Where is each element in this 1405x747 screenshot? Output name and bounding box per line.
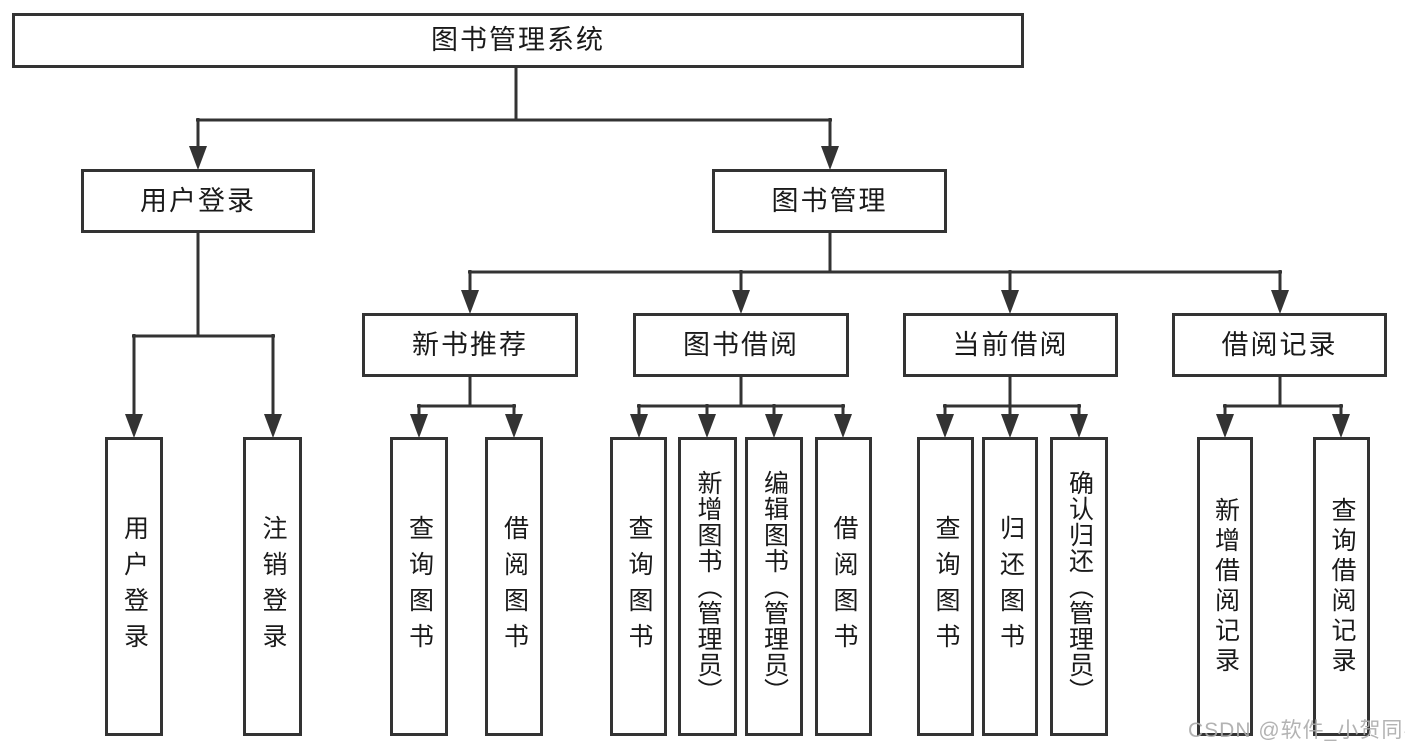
leaf-current-query-books: 查询图书 bbox=[917, 437, 974, 736]
node-book-management: 图书管理 bbox=[712, 169, 947, 233]
node-library-management-system: 图书管理系统 bbox=[12, 13, 1024, 68]
node-label: 查询图书 bbox=[932, 514, 960, 659]
node-label: 新增借阅记录 bbox=[1211, 496, 1240, 677]
node-label: 注销登录 bbox=[259, 514, 287, 659]
leaf-current-confirm-return-admin: 确认归还（管理员） bbox=[1050, 437, 1108, 736]
leaf-records-add-borrow-record: 新增借阅记录 bbox=[1197, 437, 1253, 736]
leaf-borrowing-add-books-admin: 新增图书（管理员） bbox=[678, 437, 737, 736]
node-label: 新增图书（管理员） bbox=[694, 469, 722, 704]
node-label: 图书借阅 bbox=[683, 329, 799, 360]
csdn-watermark: CSDN @软件_小贺同学 bbox=[1188, 719, 1405, 742]
node-new-book-recommendation: 新书推荐 bbox=[362, 313, 578, 377]
node-label: 查询借阅记录 bbox=[1328, 496, 1356, 677]
leaf-recommend-borrow-books: 借阅图书 bbox=[485, 437, 543, 736]
node-label: 借阅记录 bbox=[1221, 329, 1338, 360]
node-label: 新书推荐 bbox=[412, 329, 528, 360]
leaf-user-login: 用户登录 bbox=[105, 437, 163, 736]
node-borrowing-records: 借阅记录 bbox=[1172, 313, 1387, 377]
node-label: 确认归还（管理员） bbox=[1065, 469, 1094, 704]
node-label: 当前借阅 bbox=[952, 329, 1069, 360]
leaf-current-return-books: 归还图书 bbox=[982, 437, 1038, 736]
node-user-login: 用户登录 bbox=[81, 169, 315, 233]
node-label: 用户登录 bbox=[120, 514, 149, 659]
leaf-borrowing-borrow-books: 借阅图书 bbox=[815, 437, 872, 736]
node-label: 图书管理系统 bbox=[431, 25, 605, 55]
leaf-recommend-query-books: 查询图书 bbox=[390, 437, 448, 736]
node-label: 用户登录 bbox=[140, 185, 256, 216]
leaf-borrowing-edit-books-admin: 编辑图书（管理员） bbox=[745, 437, 803, 736]
node-label: 借阅图书 bbox=[830, 514, 858, 659]
node-label: 借阅图书 bbox=[500, 514, 529, 659]
node-label: 查询图书 bbox=[625, 514, 653, 659]
leaf-borrowing-query-books: 查询图书 bbox=[610, 437, 667, 736]
node-label: 图书管理 bbox=[771, 185, 888, 216]
leaf-records-query-borrow-record: 查询借阅记录 bbox=[1313, 437, 1370, 736]
node-label: 归还图书 bbox=[996, 514, 1025, 659]
leaf-logout: 注销登录 bbox=[243, 437, 302, 736]
node-current-borrowing: 当前借阅 bbox=[903, 313, 1118, 377]
node-label: 查询图书 bbox=[405, 514, 434, 659]
node-book-borrowing: 图书借阅 bbox=[633, 313, 849, 377]
node-label: 编辑图书（管理员） bbox=[760, 469, 789, 704]
